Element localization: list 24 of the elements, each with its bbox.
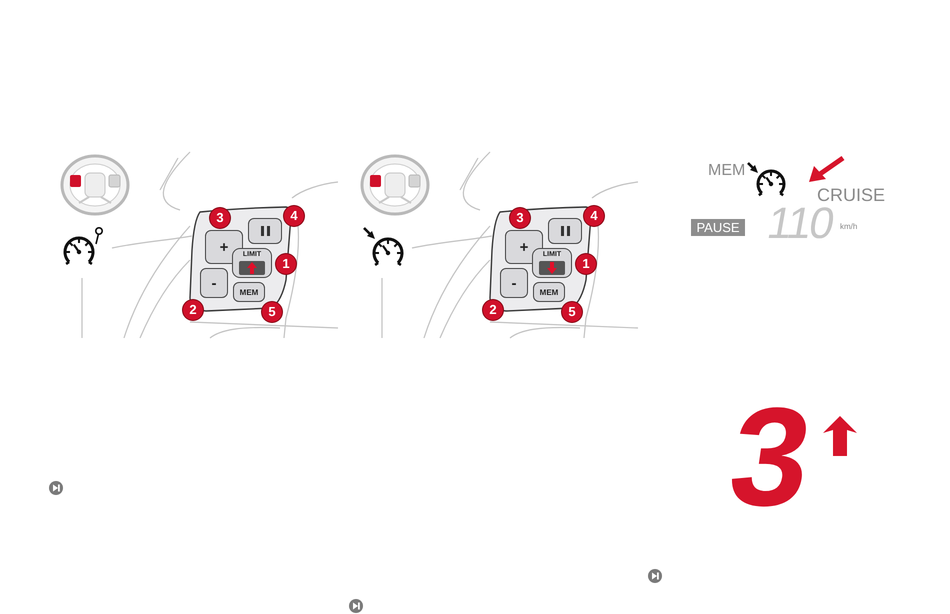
selector-switch xyxy=(232,248,272,278)
callout-number: 4 xyxy=(284,206,304,226)
callout-number: 1 xyxy=(576,254,596,274)
steering-button xyxy=(248,218,282,244)
callout-number: 2 xyxy=(483,300,503,320)
callout-number: 3 xyxy=(510,208,530,228)
speed-readout: 110 xyxy=(764,202,836,246)
callout-number: 4 xyxy=(584,206,604,226)
selector-switch xyxy=(532,248,572,278)
display-label: CRUISE xyxy=(817,186,886,204)
display-label: MEM xyxy=(708,163,746,179)
pause-indicator: PAUSE xyxy=(691,219,745,236)
callout-number: 5 xyxy=(262,302,282,322)
steering-button: - xyxy=(200,268,228,298)
callout-number: 2 xyxy=(183,300,203,320)
callout-number: 1 xyxy=(276,254,296,274)
steering-button: - xyxy=(500,268,528,298)
steering-button xyxy=(548,218,582,244)
unit-label: km/h xyxy=(840,223,858,231)
callout-number: 3 xyxy=(210,208,230,228)
gear-indicator: 3 xyxy=(722,387,820,527)
steering-button: MEM xyxy=(533,282,565,302)
steering-button: MEM xyxy=(233,282,265,302)
callout-number: 5 xyxy=(562,302,582,322)
